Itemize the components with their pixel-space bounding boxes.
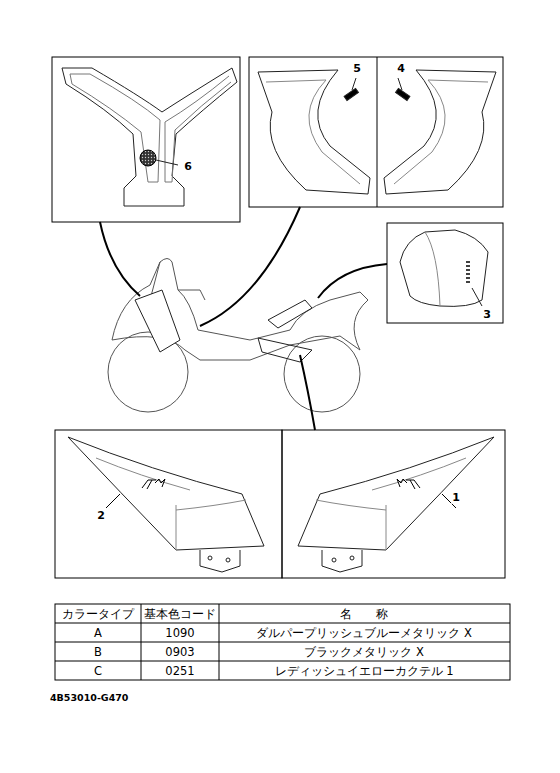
table-cell: A (94, 626, 102, 639)
callout-number: 3 (482, 309, 492, 321)
table-cell: 0251 (165, 664, 194, 677)
table-cell: C (94, 664, 102, 677)
callout-number: 5 (352, 63, 362, 75)
table-cell: レディッシュイエローカクテル 1 (275, 664, 454, 677)
table-cell: 1090 (165, 626, 194, 639)
table-cell: 0903 (165, 645, 194, 658)
inset-frame (52, 57, 240, 222)
inset-frame (249, 57, 503, 207)
callout-number: 4 (396, 63, 406, 75)
table-header: カラータイプ (62, 607, 134, 620)
table-cell: B (94, 645, 102, 658)
callout-number: 2 (96, 510, 106, 522)
side-cover (68, 437, 494, 572)
scooter-outline (108, 259, 368, 413)
drawing-code: 4B53010-G470 (50, 693, 128, 703)
table-cell: ブラックメタリック X (304, 645, 424, 658)
seat-cowl (400, 230, 488, 306)
callout-number: 1 (451, 492, 461, 504)
callout-number: 6 (183, 161, 193, 173)
windshield-decal (62, 68, 237, 206)
table-header: 基本色コード (144, 607, 216, 620)
inset-frame (55, 430, 282, 578)
leader-line (100, 207, 387, 430)
front-cowl-decal (258, 70, 496, 194)
inset-frame (387, 223, 503, 323)
table-cell: ダルパープリッシュブルーメタリック X (256, 626, 472, 639)
table-header: 名 称 (340, 607, 388, 620)
color-table-grid (55, 604, 510, 680)
inset-frame (282, 430, 505, 578)
